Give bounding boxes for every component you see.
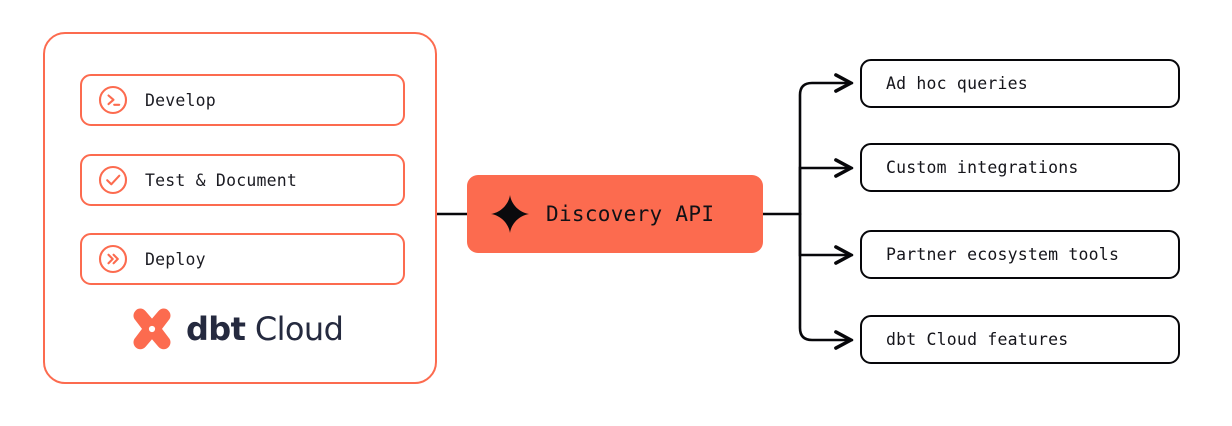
double-chevron-right-icon (98, 244, 128, 274)
output-label-dbt-cloud-features: dbt Cloud features (886, 330, 1069, 349)
connector-branch-ad-hoc-queries (798, 73, 854, 216)
check-circle-icon (98, 165, 128, 195)
output-label-ad-hoc-queries: Ad hoc queries (886, 74, 1028, 93)
wordmark-cloud (245, 310, 255, 348)
output-box-ad-hoc-queries[interactable]: Ad hoc queries (860, 59, 1180, 108)
dbt-cloud-wordmark: dbt Cloud (186, 310, 344, 348)
discovery-api-label: Discovery API (546, 202, 715, 226)
connector-branch-dbt-cloud-features (798, 212, 854, 350)
stage-label-develop: Develop (145, 90, 216, 110)
output-box-partner-ecosystem-tools[interactable]: Partner ecosystem tools (860, 230, 1180, 279)
output-label-custom-integrations: Custom integrations (886, 158, 1079, 177)
stage-item-test-document[interactable]: Test & Document (80, 154, 405, 206)
dbt-x-mark-icon (133, 308, 171, 350)
output-label-partner-ecosystem-tools: Partner ecosystem tools (886, 245, 1120, 264)
connector-branch-partner-ecosystem-tools (798, 212, 854, 265)
dbt-cloud-panel: Develop Test & Document Deploy dbt (43, 32, 437, 384)
connector-branch-custom-integrations (798, 158, 854, 216)
wordmark-cloud-text: Cloud (254, 310, 344, 348)
stage-item-deploy[interactable]: Deploy (80, 233, 405, 285)
dbt-cloud-logo: dbt Cloud (129, 306, 344, 352)
stage-item-develop[interactable]: Develop (80, 74, 405, 126)
output-box-dbt-cloud-features[interactable]: dbt Cloud features (860, 315, 1180, 364)
stage-label-deploy: Deploy (145, 249, 206, 269)
terminal-prompt-icon (98, 85, 128, 115)
wordmark-dbt: dbt (186, 310, 246, 348)
discovery-api-node[interactable]: Discovery API (467, 175, 763, 253)
stage-label-test-document: Test & Document (145, 170, 298, 190)
output-box-custom-integrations[interactable]: Custom integrations (860, 143, 1180, 192)
sparkle-icon (491, 195, 529, 233)
